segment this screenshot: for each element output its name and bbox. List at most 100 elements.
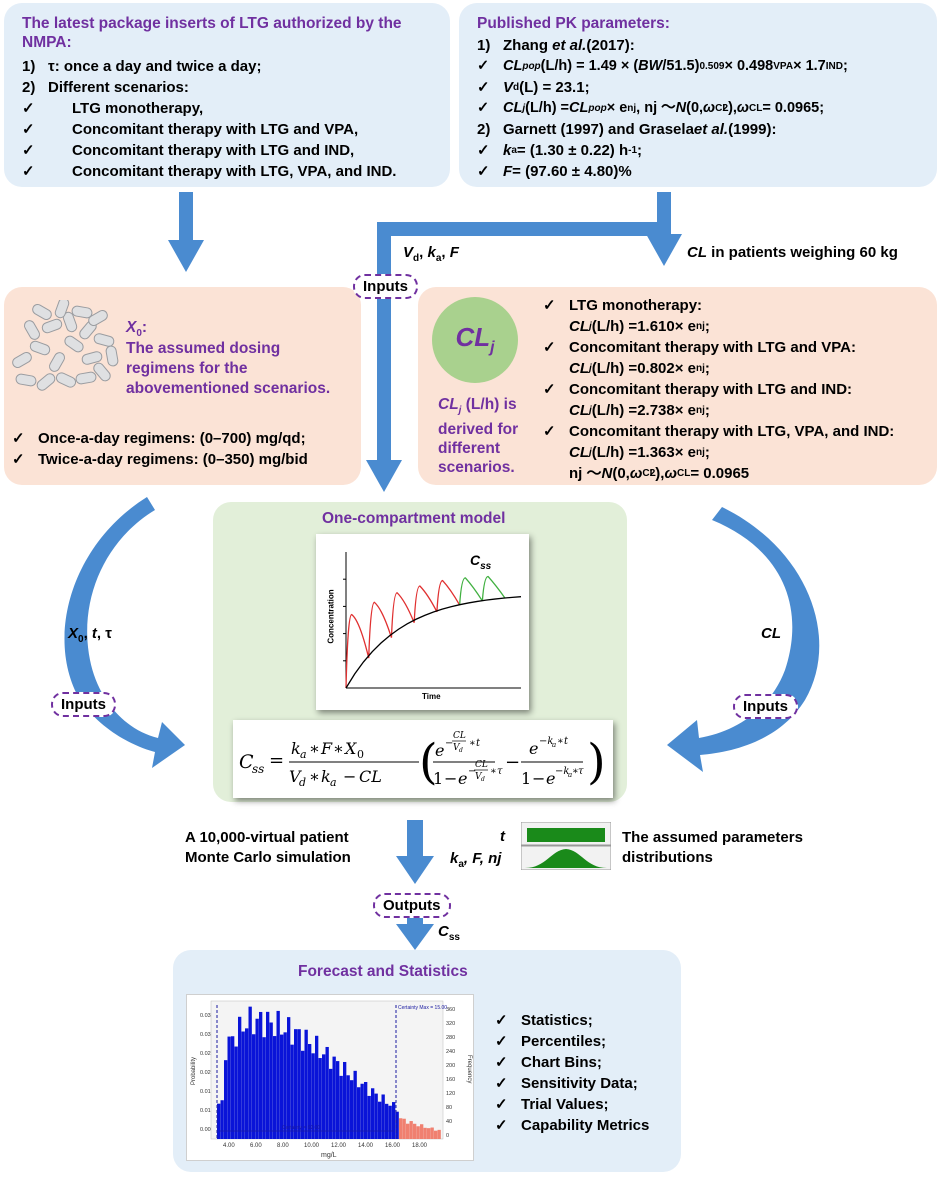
hist-y-tick-left: 0.03	[200, 1032, 211, 1038]
pill-tablet	[54, 300, 70, 319]
histogram-bin	[427, 1128, 431, 1139]
pill-tablet	[41, 318, 63, 334]
check-icon: ✓	[22, 163, 35, 180]
histogram-bin	[399, 1118, 403, 1139]
arrow-to-model-head	[366, 460, 402, 492]
css-output-label: Css	[438, 923, 460, 943]
uniform-distribution	[527, 828, 605, 842]
histogram-bin	[231, 1036, 235, 1139]
clj-scenario-title: ✓Concomitant therapy with LTG, VPA, and …	[543, 423, 895, 440]
hist-x-tick: 4.00	[223, 1143, 235, 1149]
svg-text:∗: ∗	[572, 766, 579, 777]
check-icon: ✓	[543, 297, 556, 314]
certainty-left-label: Certainty = 92.00	[282, 1125, 320, 1131]
svg-text:a: a	[568, 771, 572, 779]
histogram-bin	[360, 1083, 364, 1139]
hist-y-tick-right: 200	[446, 1063, 455, 1069]
histogram-bin	[241, 1031, 245, 1139]
histogram-bin	[287, 1017, 291, 1139]
x0-heading: X0:	[126, 319, 148, 340]
hist-y-tick-left: 0.01	[200, 1089, 211, 1095]
pk-title: Published PK parameters:	[477, 15, 670, 32]
dosing-curve-red	[345, 579, 461, 689]
svg-text:−: −	[444, 769, 457, 788]
svg-text:d: d	[481, 776, 485, 783]
svg-text:e: e	[529, 739, 538, 758]
histogram-bin	[434, 1130, 438, 1139]
pill-tablet	[49, 352, 65, 372]
histogram-bin	[392, 1102, 396, 1139]
check-icon: ✓	[12, 430, 25, 447]
histogram-bin	[378, 1101, 382, 1139]
hist-x-tick: 8.00	[277, 1143, 289, 1149]
cl-60kg-label: CL in patients weighing 60 kg	[687, 244, 898, 261]
clj-scenario-title: ✓Concomitant therapy with LTG and VPA:	[543, 339, 856, 356]
svg-text:∗: ∗	[490, 766, 497, 777]
svg-text:−: −	[505, 752, 520, 773]
normal-distribution	[525, 849, 607, 868]
hist-y-tick-left: 0.01	[200, 1108, 211, 1114]
svg-text:∗: ∗	[469, 738, 476, 749]
connector-pk-left	[377, 222, 671, 236]
check-icon: ✓	[543, 381, 556, 398]
regimen-item: ✓Twice-a-day regimens: (0–350) mg/bid	[12, 451, 308, 468]
hist-y-tick-right: 280	[446, 1035, 455, 1041]
clj-scenario-title: ✓LTG monotherapy:	[543, 297, 703, 314]
svg-text:e: e	[435, 741, 444, 760]
hist-y-tick-left: 0.03	[200, 1013, 211, 1019]
x0-t-tau-label: X0, t, τ	[68, 625, 112, 645]
histogram-bin	[269, 1022, 273, 1139]
cl-right-label: CL	[761, 625, 781, 642]
inserts-title: The latest package inserts of LTG author…	[22, 15, 402, 51]
svg-text:X: X	[343, 739, 357, 758]
hist-y-tick-right: 40	[446, 1119, 452, 1125]
histogram-bin	[318, 1058, 322, 1139]
forecast-item: ✓Chart Bins;	[495, 1054, 602, 1071]
histogram-bin	[266, 1011, 270, 1139]
x-axis-label: Time	[422, 692, 441, 701]
histogram-bin	[252, 1034, 256, 1139]
pill-tablet	[71, 305, 93, 319]
forecast-checklist: ✓Statistics;✓Percentiles;✓Chart Bins;✓Se…	[495, 1010, 649, 1136]
check-icon: ✓	[477, 79, 490, 96]
svg-text:F: F	[320, 739, 333, 758]
histogram-bin	[409, 1121, 413, 1139]
inserts-item-1: 1)τ: once a day and twice a day;	[22, 58, 262, 75]
pill-tablet	[29, 340, 51, 356]
histogram-bin	[227, 1036, 231, 1139]
pill-tablet	[36, 373, 56, 391]
svg-text:−k: −k	[555, 766, 569, 777]
pill-tablet	[24, 320, 40, 340]
hist-x-tick: 6.00	[250, 1143, 262, 1149]
histogram-bin	[304, 1029, 308, 1139]
check-icon: ✓	[477, 142, 490, 159]
histogram-bin	[336, 1061, 340, 1139]
svg-text:CL: CL	[453, 731, 466, 741]
svg-text:V: V	[453, 743, 461, 753]
svg-text:a: a	[552, 741, 556, 749]
histogram-bin	[350, 1080, 354, 1139]
svg-text:V: V	[289, 767, 302, 786]
histogram-bin	[381, 1094, 385, 1139]
histogram-bin	[325, 1046, 329, 1139]
svg-text:−: −	[445, 738, 453, 749]
histogram-bin	[346, 1075, 350, 1139]
histogram-bin	[371, 1088, 375, 1139]
svg-text:1: 1	[433, 769, 443, 788]
arrow-outputs-down-head	[396, 924, 434, 950]
connector-vertical	[377, 222, 391, 462]
arrow-mc-down	[407, 820, 423, 858]
hist-right-label: Frequency	[466, 1055, 472, 1083]
check-icon: ✓	[543, 339, 556, 356]
svg-text:t: t	[564, 736, 569, 747]
histogram-bin	[315, 1035, 319, 1139]
check-icon: ✓	[495, 1012, 508, 1029]
hist-y-tick-right: 360	[446, 1007, 455, 1013]
pill-tablet	[64, 335, 84, 353]
histogram-bin	[364, 1081, 368, 1139]
